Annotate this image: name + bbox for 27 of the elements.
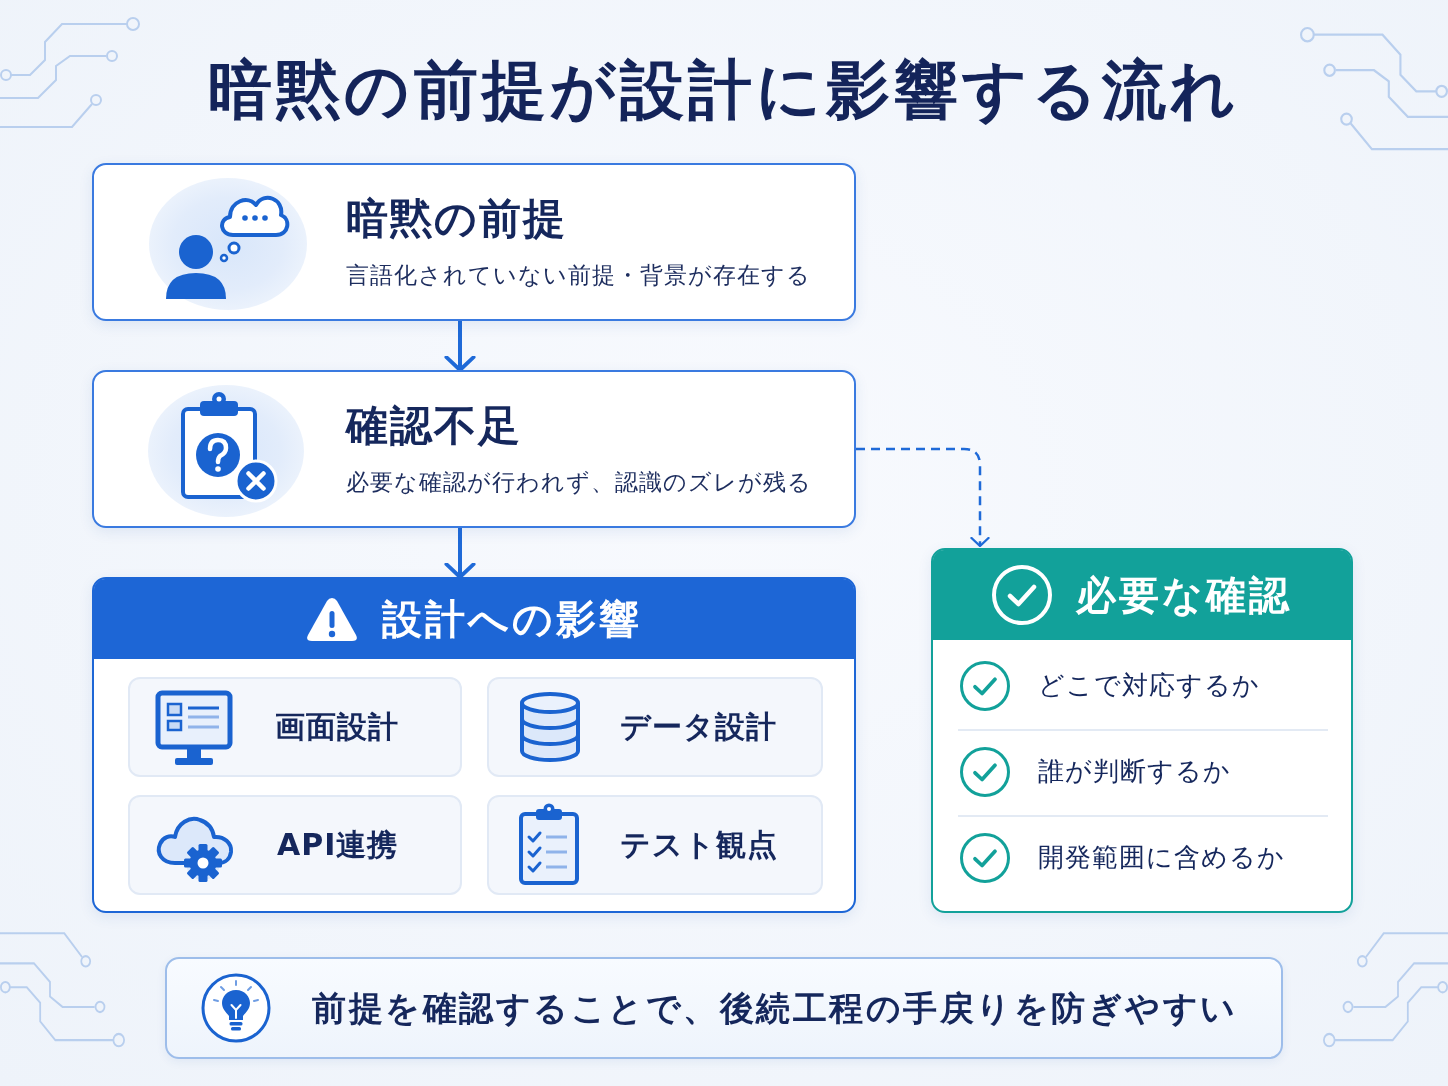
flow-arrow [444,321,476,372]
card-title: API連携 [277,827,399,863]
card-title: テスト観点 [620,827,778,863]
impact-card [128,677,462,777]
checklist-item: 開発範囲に含めるか [1038,841,1285,875]
section-heading: 設計への影響 [382,595,642,643]
card-title: データ設計 [620,709,777,745]
impact-card [487,677,823,777]
checklist-panel [931,548,1353,913]
checklist-item: どこで対応するか [1038,669,1260,703]
dashed-arrow [856,447,990,548]
section-heading: 必要な確認 [1076,571,1292,619]
flow-arrow [444,528,476,579]
step-description: 言語化されていない前提・背景が存在する [346,260,811,290]
impact-panel [92,577,856,913]
note-text: 前提を確認することで、後続工程の手戻りを防ぎやすい [312,986,1238,1030]
diagram-title: 暗黙の前提が設計に影響する流れ [208,52,1240,129]
checklist-item: 誰が判断するか [1038,755,1231,789]
note-box [165,957,1283,1059]
impact-card [128,795,462,895]
impact-card [487,795,823,895]
step-heading: 確認不足 [346,400,522,452]
card-title: 画面設計 [275,709,399,745]
step-heading: 暗黙の前提 [346,193,567,245]
process-box [92,163,856,321]
process-box [92,370,856,528]
step-description: 必要な確認が行われず、認識のズレが残る [346,467,812,497]
